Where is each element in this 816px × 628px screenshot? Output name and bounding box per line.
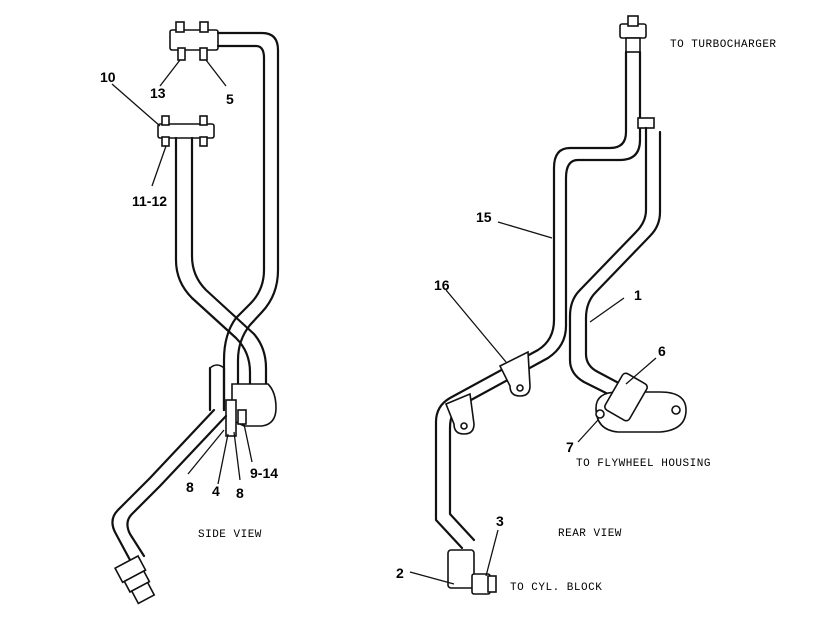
side-pipe-outer-a	[216, 31, 280, 412]
side-view-assembly	[111, 21, 280, 605]
callout-15: 15	[476, 209, 492, 225]
callout-2: 2	[396, 565, 404, 581]
clamp-lower	[444, 392, 475, 435]
callout-9-14: 9-14	[250, 465, 278, 481]
side-pipe-inner-a	[174, 136, 252, 397]
side-clamp-block	[225, 383, 277, 437]
label-side-view: SIDE VIEW	[198, 529, 262, 541]
callout-11-12: 11-12	[132, 193, 167, 209]
callout-8-right: 8	[236, 485, 244, 501]
callout-1: 1	[634, 287, 642, 303]
turbo-fitting	[619, 15, 647, 53]
clamp-16	[498, 350, 531, 397]
leader-lines	[111, 59, 657, 585]
side-end-fitting	[113, 554, 156, 605]
label-rear-view: REAR VIEW	[558, 528, 622, 540]
callout-3: 3	[496, 513, 504, 529]
side-pipe-lower-a	[111, 408, 216, 562]
label-to-flywheel-housing: TO FLYWHEEL HOUSING	[576, 458, 711, 470]
callout-4: 4	[212, 483, 220, 499]
mid-flange	[157, 115, 215, 147]
rear-view-assembly	[434, 15, 687, 595]
text-labels: TO TURBOCHARGER TO FLYWHEEL HOUSING TO C…	[198, 39, 777, 594]
pipe-1-b	[584, 130, 662, 390]
callout-8-left: 8	[186, 479, 194, 495]
callout-16: 16	[434, 277, 450, 293]
side-pipe-lower-b	[126, 414, 228, 558]
label-to-turbocharger: TO TURBOCHARGER	[670, 39, 777, 51]
pipe-1-a	[568, 126, 648, 402]
label-to-cyl-block: TO CYL. BLOCK	[510, 582, 602, 594]
callout-numbers: 10 13 5 11-12 8 4 8 9-14 15 16 1 6 7 3 2	[100, 69, 666, 581]
callout-5: 5	[226, 91, 234, 107]
upper-flange	[169, 21, 219, 61]
cyl-block-elbow	[447, 549, 497, 595]
side-pipe-inner-b	[190, 136, 268, 397]
side-pipe-outer-b	[216, 44, 266, 412]
callout-6: 6	[658, 343, 666, 359]
callout-7: 7	[566, 439, 574, 455]
callout-13: 13	[150, 85, 166, 101]
pipe-15-a	[434, 50, 628, 550]
flywheel-flange	[595, 372, 687, 433]
callout-10: 10	[100, 69, 116, 85]
